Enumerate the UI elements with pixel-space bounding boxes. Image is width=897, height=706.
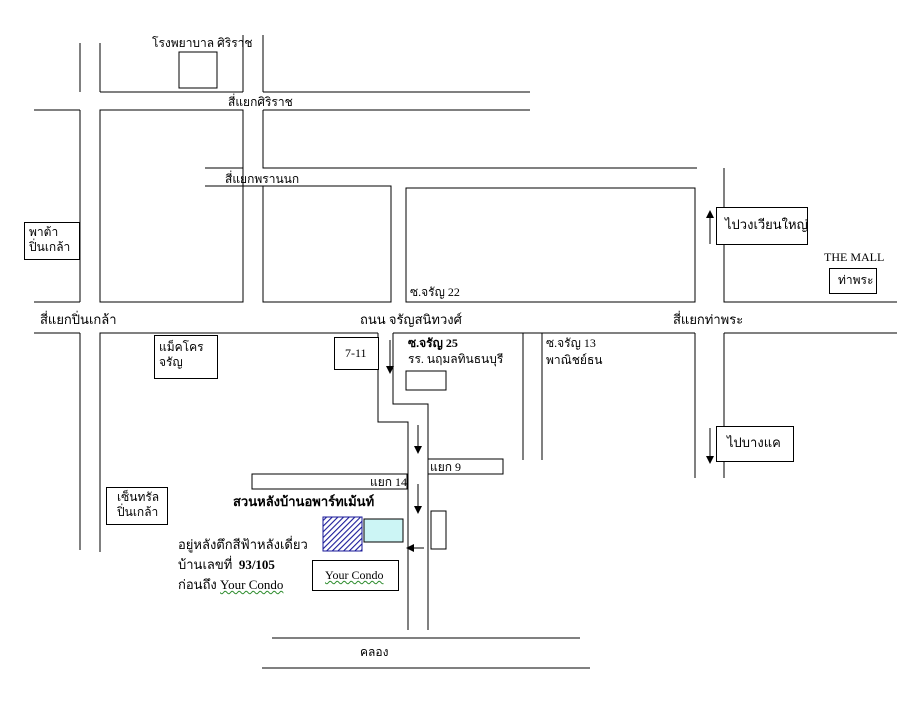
- charansanitwong-road-label: ถนน จรัญสนิทวงศ์: [360, 312, 462, 327]
- apartment-building: [322, 516, 363, 552]
- the-mall-box-label: ท่าพระ: [838, 273, 874, 287]
- house-number: 93/105: [238, 557, 275, 572]
- siriraj-hospital-label: โรงพยาบาล ศิริราช: [152, 36, 253, 50]
- school-building: [405, 370, 447, 391]
- your-condo-label: Your Condo: [325, 568, 384, 582]
- seven-eleven-label: 7-11: [345, 346, 367, 360]
- pata-pinklao-box: พาต้า ปิ่นเกล้า: [24, 222, 80, 260]
- soi-charan-13-label: ซ.จรัญ 13: [546, 336, 596, 350]
- soi-14-lane: [251, 473, 408, 490]
- pata-line-2: ปิ่นเกล้า: [29, 240, 71, 254]
- pata-line-1: พาต้า: [29, 225, 59, 239]
- the-mall-caption: THE MALL: [824, 250, 885, 264]
- tha-phra-junction-label: สี่แยกท่าพระ: [673, 312, 744, 327]
- central-line-1: เซ็นทรัล: [117, 490, 160, 504]
- lane-edge: [377, 333, 409, 630]
- to-wongwian-yai-box: ไปวงเวียนใหญ่: [716, 207, 808, 245]
- directions-line-2: บ้านเลขที่ 93/105: [178, 557, 275, 573]
- the-mall-box: ท่าพระ: [829, 268, 877, 294]
- directions-condo-name: Your Condo: [220, 577, 284, 592]
- makro-line-2: จรัญ: [159, 355, 183, 369]
- city-block: [205, 185, 392, 303]
- makro-box: แม็คโคร จรัญ: [154, 335, 218, 379]
- to-bang-khae-box: ไปบางแค: [716, 426, 794, 462]
- road-edge: [99, 332, 378, 552]
- panich-chayathon-label: พาณิชย์ธน: [546, 353, 603, 367]
- road-edge: [262, 110, 697, 169]
- city-block: [99, 109, 244, 303]
- directions-line-3: ก่อนถึง Your Condo: [178, 577, 283, 593]
- hospital-building: [178, 51, 218, 89]
- seven-eleven-box: 7-11: [334, 337, 379, 370]
- makro-line-1: แม็คโคร: [159, 340, 204, 354]
- central-line-2: ปิ่นเกล้า: [117, 505, 159, 519]
- central-pinklao-box: เซ็นทรัล ปิ่นเกล้า: [106, 487, 168, 525]
- to-bang-khae-label: ไปบางแค: [727, 435, 781, 450]
- phran-nok-junction-label: สี่แยกพรานนก: [225, 172, 300, 186]
- directions-before-prefix: ก่อนถึง: [178, 577, 217, 592]
- city-block: [405, 187, 696, 303]
- yaek-14-label: แยก 14: [370, 475, 408, 489]
- school-label: รร. นฤมลทินธนบุรี: [408, 352, 504, 366]
- soi-charan-22-label: ซ.จรัญ 22: [410, 285, 460, 299]
- siriraj-junction-label: สี่แยกศิริราช: [228, 95, 293, 109]
- your-condo-box: Your Condo: [312, 560, 399, 591]
- directions-house-prefix: บ้านเลขที่: [178, 557, 233, 572]
- soi-9-lane: [427, 458, 504, 475]
- garden-apartment-label: สวนหลังบ้านอพาร์ทเม้นท์: [233, 494, 375, 509]
- building: [430, 510, 447, 550]
- soi-charan-25-label: ซ.จรัญ 25: [408, 336, 458, 350]
- yaek-9-label: แยก 9: [430, 460, 462, 474]
- directions-line-1: อยู่หลังตึกสีฟ้าหลังเดี่ยว: [178, 537, 308, 552]
- to-wongwian-yai-label: ไปวงเวียนใหญ่: [725, 217, 808, 232]
- blue-building: [363, 518, 404, 543]
- pinklao-junction-label: สี่แยกปิ่นเกล้า: [40, 312, 117, 327]
- khlong-label: คลอง: [360, 645, 389, 659]
